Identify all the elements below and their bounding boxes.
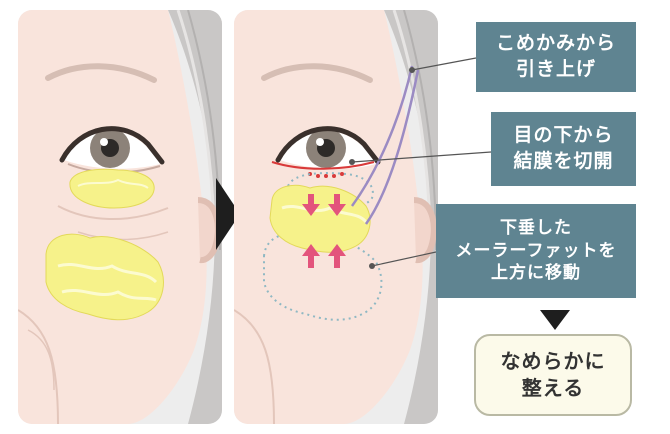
up-arrow-icon bbox=[302, 244, 346, 268]
label-conjunctiva-line2: 結膜を切開 bbox=[513, 150, 614, 172]
label-malar-fat-line3: 上方に移動 bbox=[491, 263, 581, 284]
down-pointing-triangle-icon bbox=[540, 310, 570, 330]
right-pointing-triangle-icon bbox=[216, 178, 240, 250]
label-malar-fat-shift: 下垂した メーラーファットを 上方に移動 bbox=[436, 204, 636, 298]
label-temple-lift-line2: 引き上げ bbox=[515, 58, 596, 80]
result-line2: 整える bbox=[521, 376, 585, 400]
label-temple-lift-line1: こめかみから bbox=[495, 32, 616, 55]
down-arrow-icon bbox=[302, 194, 346, 216]
label-temple-lift: こめかみから 引き上げ bbox=[476, 22, 636, 92]
before-illustration bbox=[18, 10, 222, 424]
label-conjunctiva-line1: 目の下から bbox=[513, 124, 614, 147]
label-malar-fat-line1: 下垂した bbox=[500, 217, 572, 238]
result-line1: なめらかに bbox=[500, 349, 606, 373]
result-box: なめらかに 整える bbox=[474, 334, 632, 416]
label-malar-fat-line2: メーラーファットを bbox=[455, 240, 617, 261]
label-conjunctiva-incision: 目の下から 結膜を切開 bbox=[491, 112, 636, 186]
